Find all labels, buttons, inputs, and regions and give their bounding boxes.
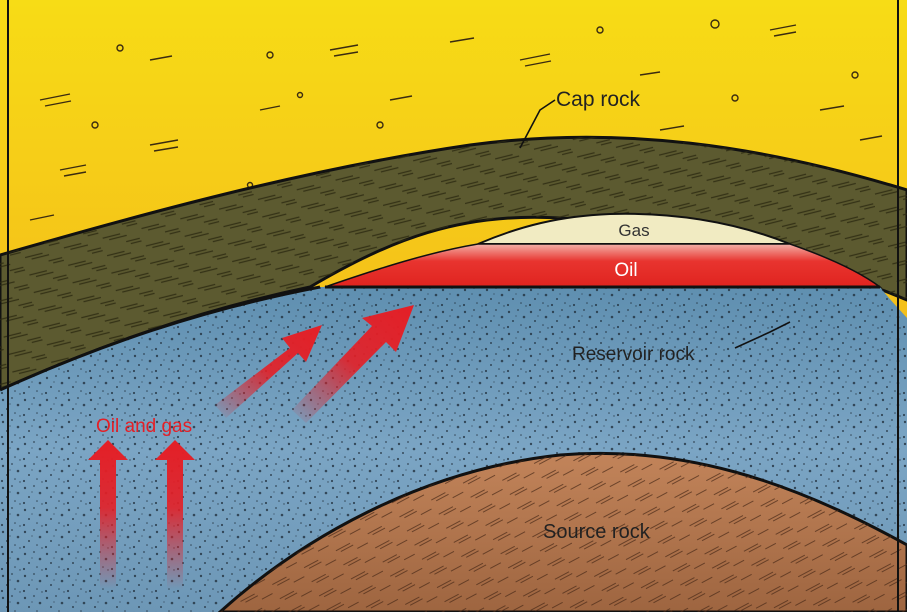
oil-label: Oil <box>614 260 637 281</box>
reservoir-rock-label: Reservoir rock <box>572 344 695 365</box>
cap-rock-label: Cap rock <box>556 88 641 111</box>
source-rock-label: Source rock <box>543 521 651 543</box>
gas-label: Gas <box>618 221 649 240</box>
oil-and-gas-label: Oil and gas <box>96 416 192 437</box>
